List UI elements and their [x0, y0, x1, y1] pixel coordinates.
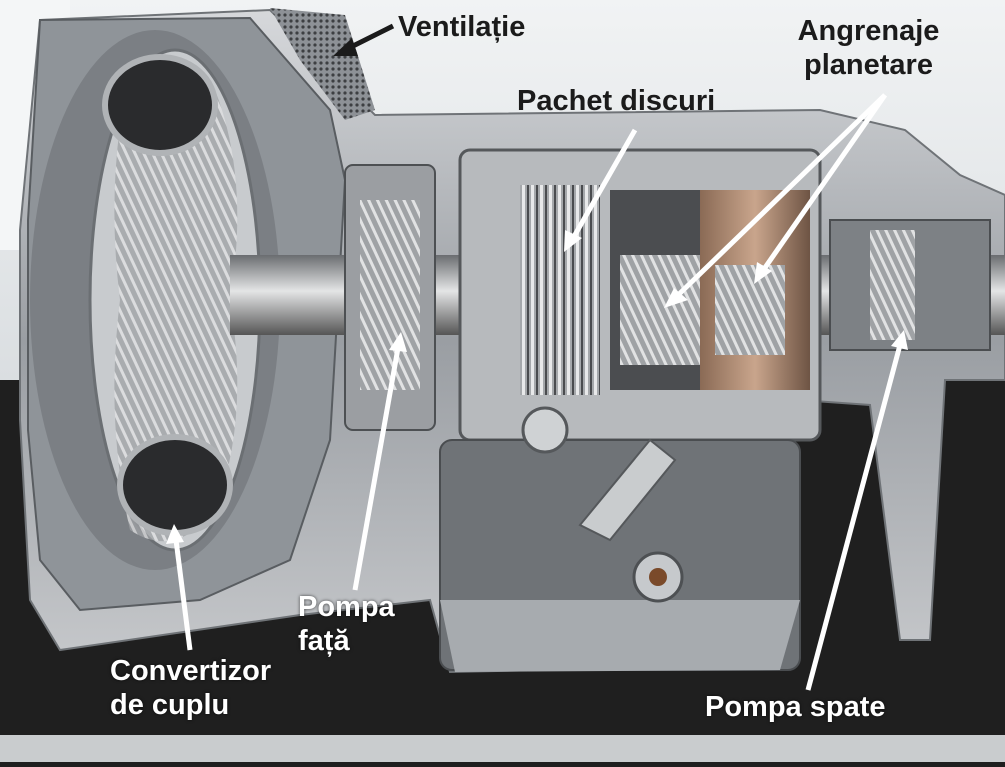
arrowhead-pompa-spate: [891, 330, 908, 350]
label-pompa-spate: Pompa spate: [705, 691, 886, 723]
vent-grille: [270, 8, 375, 120]
arrowhead-ventilatie: [333, 38, 358, 56]
rear-pump-gear: [870, 230, 915, 340]
drum-bolt: [521, 406, 569, 454]
planetary-gear-front: [620, 255, 700, 365]
display-base: [0, 735, 1005, 762]
label-angrenaje-line2: planetare: [804, 49, 933, 81]
converter-lower-cavity: [117, 434, 233, 536]
arrow-convertizor: [173, 539, 193, 651]
shift-lever: [578, 438, 677, 542]
arrowhead-pachet-discuri: [564, 230, 582, 252]
front-pump-gear: [360, 200, 420, 390]
converter-upper-cavity: [102, 54, 218, 156]
planetary-gear-rear: [715, 265, 785, 355]
converter-blades: [114, 58, 238, 542]
label-convertizor-cuplu: Convertizor de cuplu: [110, 654, 271, 722]
arrow-pompa-spate: [805, 344, 903, 691]
disc-pack: [520, 185, 600, 395]
callout-arrows: [166, 23, 908, 691]
servo-pin-center: [649, 568, 667, 586]
arrow-pompa-fata: [352, 347, 401, 591]
label-angrenaje-planetare: Angrenaje planetare: [786, 14, 951, 82]
label-pompa-fata: Pompa față: [298, 590, 395, 658]
arrowhead-angrenaje-1: [664, 288, 688, 308]
label-convertizor-line2: de cuplu: [110, 689, 230, 721]
arrow-angrenaje-1: [673, 93, 887, 300]
label-pachet-discuri: Pachet discuri: [517, 85, 716, 117]
label-convertizor-line1: Convertizor: [110, 655, 272, 687]
label-pompa-fata-line1: Pompa: [298, 591, 395, 623]
label-angrenaje-line1: Angrenaje: [797, 15, 940, 47]
arrow-angrenaje-2: [759, 93, 888, 274]
label-ventilatie: Ventilație: [398, 11, 526, 43]
arrowhead-pompa-fata: [389, 332, 407, 352]
oil-pan: [440, 600, 800, 672]
arrowhead-convertizor: [166, 524, 184, 544]
arrow-pachet-discuri: [569, 128, 638, 242]
label-pompa-fata-line2: față: [298, 625, 350, 657]
arrowhead-angrenaje-2: [754, 262, 772, 284]
